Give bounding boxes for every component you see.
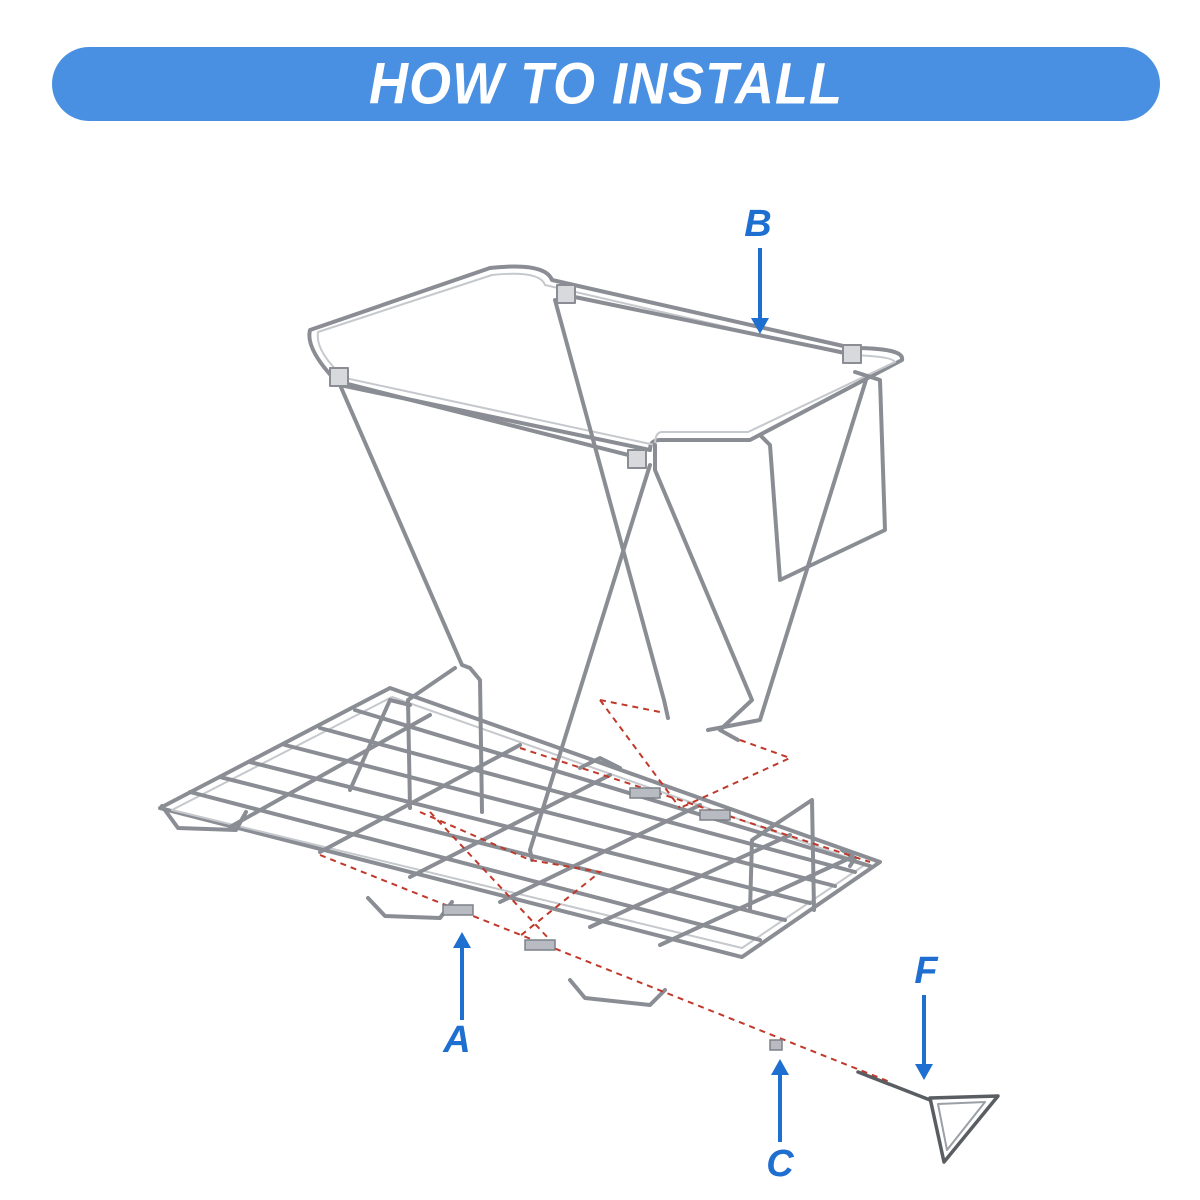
right-support [748,798,816,912]
label-f: F [914,950,939,992]
label-c: C [766,1143,794,1185]
left-support [338,383,484,814]
arrow-down-icon [751,248,769,334]
page-title: HOW TO INSTALL [369,51,843,117]
guide-lines [319,699,891,1083]
wrench-tool [856,1070,1000,1164]
arrow-down-icon [915,995,933,1080]
header-banner: HOW TO INSTALL [52,47,1160,121]
label-c-group: C [766,1059,794,1185]
side-hook [758,370,887,582]
arrow-up-icon [771,1059,789,1142]
label-f-group: F [914,950,939,1080]
label-a-group: A [442,932,471,1061]
cross-legs [528,298,868,862]
label-a: A [442,1019,470,1061]
label-b: B [744,203,771,245]
top-frame [307,264,905,469]
base-rack [158,686,882,1007]
connector-markers [442,787,783,1051]
arrow-up-icon [453,932,471,1020]
label-b-group: B [744,203,772,334]
